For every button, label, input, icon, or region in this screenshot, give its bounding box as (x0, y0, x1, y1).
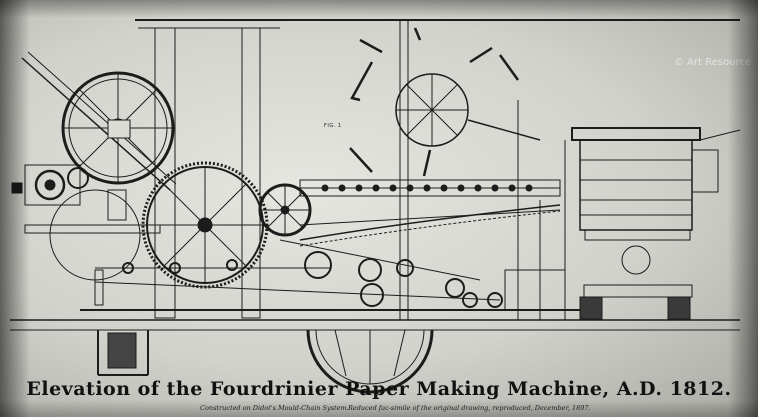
drain-pit (97, 330, 149, 376)
couch-frame (504, 269, 566, 311)
drive-engine (11, 164, 89, 206)
mid-post (241, 27, 261, 319)
agitator-reel (349, 27, 541, 177)
wire-cloth-slope (299, 204, 561, 241)
pump-frame (583, 284, 693, 298)
pump-wheel (621, 245, 651, 275)
wire-cloth-slope-lower (299, 210, 561, 247)
roller-bed (299, 179, 561, 197)
watermark-text: © Art Resource (674, 57, 752, 68)
belt-line-lower (94, 281, 501, 301)
diagonal-brace (21, 57, 171, 191)
pump-block-right (667, 296, 691, 320)
engine-bed (24, 224, 161, 234)
pump-block-left (579, 296, 603, 320)
belt-diagonal (279, 239, 481, 281)
caption-left: Constructed on Didot's Mould-Chain Syste… (200, 404, 349, 412)
flywheel-left (61, 71, 175, 185)
spoked-wheel-middle (258, 183, 312, 237)
underfloor-wheel (306, 329, 434, 394)
pulp-vat (571, 127, 741, 231)
caption-right: Reduced fac-simile of the original drawi… (348, 404, 591, 412)
left-post (154, 27, 176, 319)
figure-label: FIG. 1 (324, 123, 342, 129)
crank-post (107, 189, 127, 221)
press-rolls (122, 251, 503, 308)
left-foot (94, 269, 104, 306)
vat-base (584, 229, 691, 241)
engraving-title: Elevation of the Fourdrinier Paper Makin… (26, 378, 732, 400)
belt-line-top (299, 209, 561, 226)
